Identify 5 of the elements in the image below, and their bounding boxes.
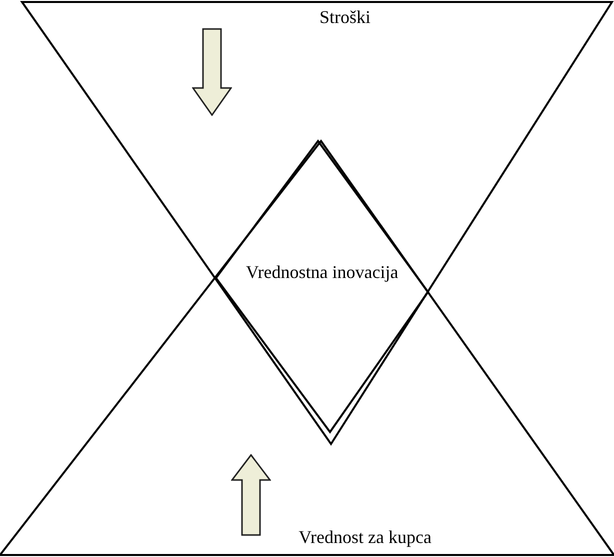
customer-value-triangle bbox=[0, 139, 614, 557]
diamond-label: Vrednostna inovacija bbox=[244, 261, 400, 284]
value-innovation-diamond bbox=[214, 139, 430, 434]
triangle-label: Stroški bbox=[318, 6, 372, 29]
triangle-label: Vrednost za kupca bbox=[298, 526, 432, 549]
